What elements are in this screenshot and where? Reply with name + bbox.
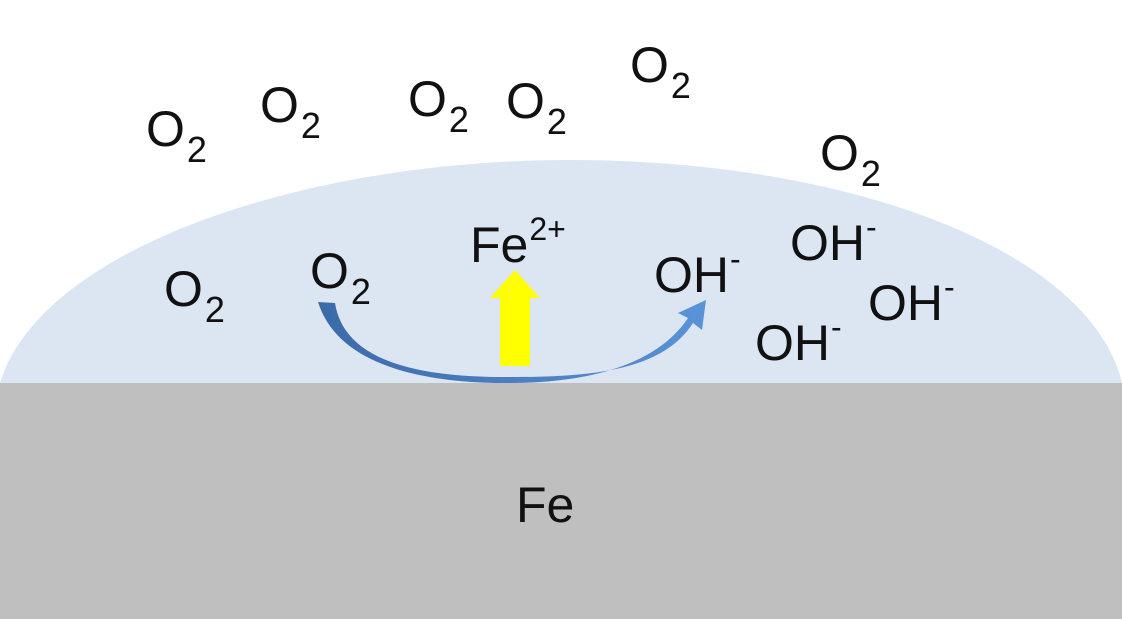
hydroxide-label: OH- [868, 269, 955, 331]
o2-label: O2 [408, 71, 469, 140]
o2-label: O2 [820, 125, 881, 194]
iron-metal-label: Fe [516, 477, 575, 533]
water-droplet [0, 160, 1122, 383]
o2-label: O2 [506, 73, 567, 142]
iron-ion-label: Fe2+ [470, 211, 566, 273]
hydroxide-label: OH- [654, 241, 741, 303]
o2-label: O2 [310, 243, 371, 312]
hydroxide-label: OH- [790, 209, 877, 271]
hydroxide-label: OH- [755, 309, 842, 371]
iron-substrate [0, 383, 1122, 619]
o2-label: O2 [164, 261, 225, 330]
up-arrow-icon [490, 270, 540, 366]
o2-label: O2 [260, 77, 321, 146]
o2-label: O2 [630, 37, 691, 106]
o2-label: O2 [146, 101, 207, 170]
